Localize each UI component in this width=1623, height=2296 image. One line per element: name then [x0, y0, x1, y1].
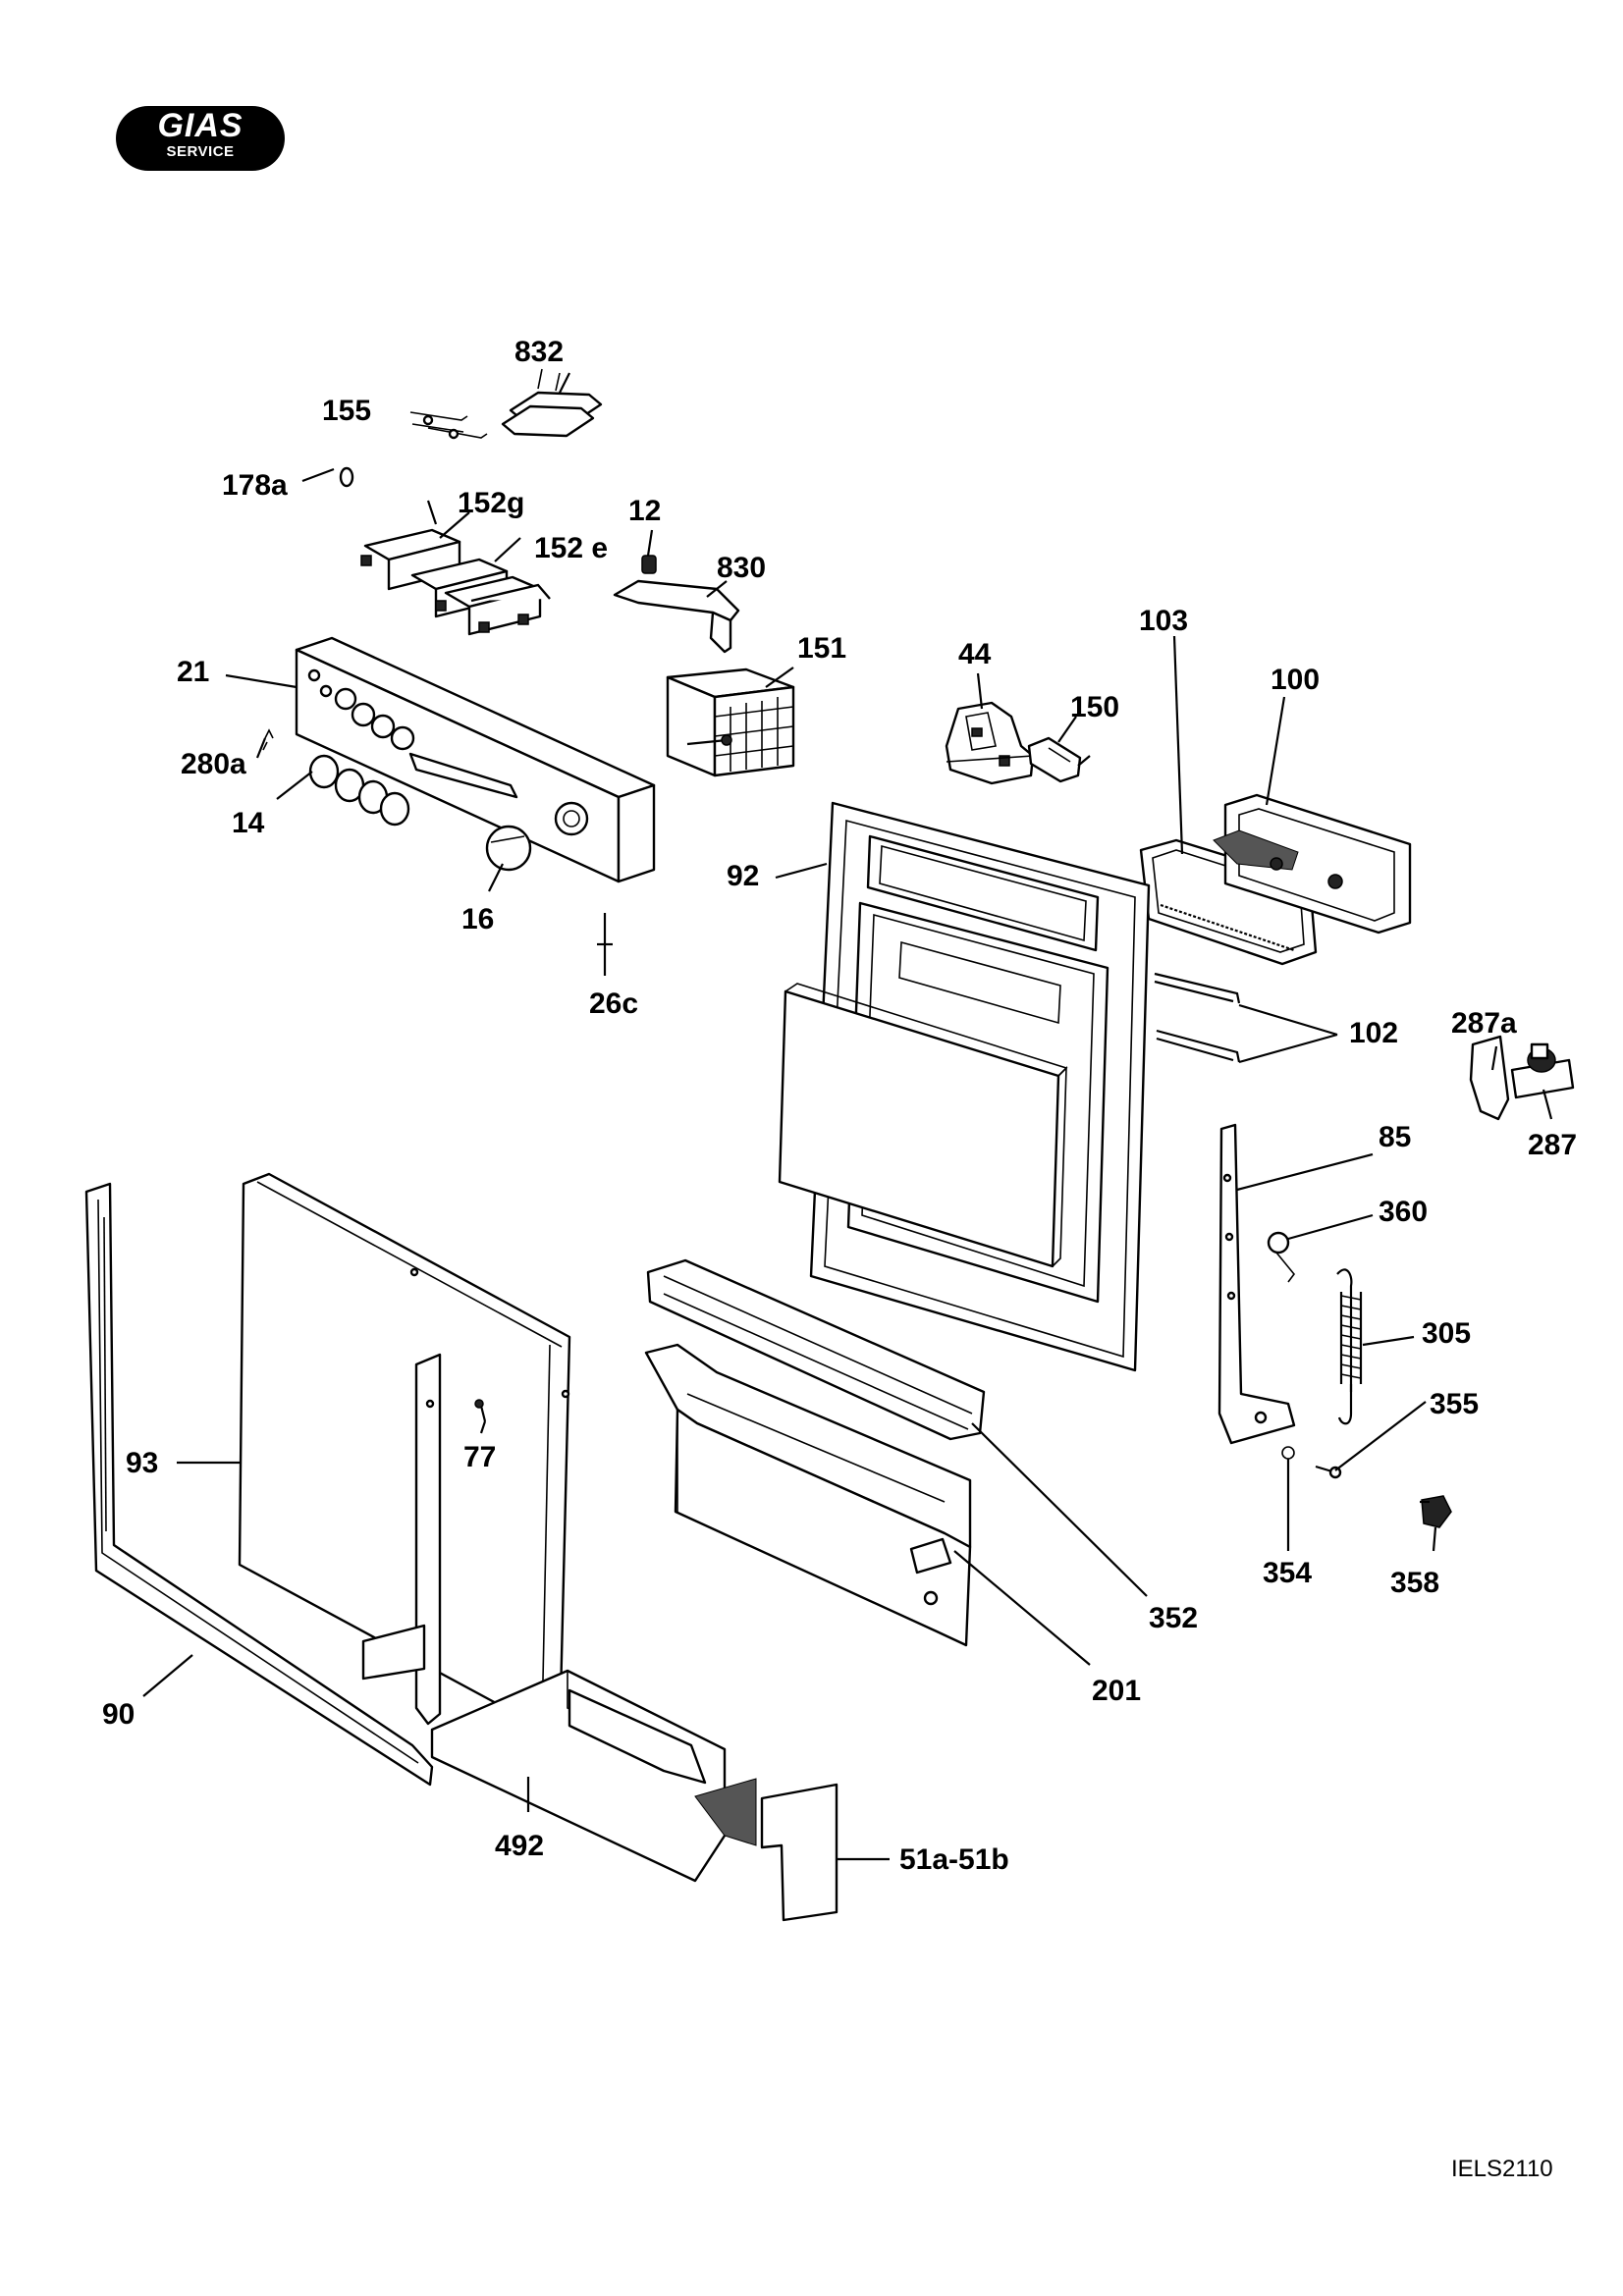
part-354-circlip [1281, 1446, 1295, 1460]
label-280a: 280a [181, 748, 246, 780]
label-90: 90 [102, 1698, 135, 1731]
label-21: 21 [177, 656, 209, 688]
door-inner-panel [778, 983, 1068, 1268]
label-152g: 152g [458, 487, 524, 519]
part-51a-51b-plate [760, 1783, 839, 1922]
label-12: 12 [628, 495, 661, 527]
logo-brand: GIAS [157, 107, 243, 144]
label-354: 354 [1263, 1557, 1312, 1589]
part-360-roller [1267, 1231, 1296, 1283]
label-355: 355 [1430, 1388, 1479, 1420]
label-150: 150 [1070, 691, 1119, 723]
gias-service-logo: GIAS SERVICE [116, 106, 285, 171]
part-201-channel [644, 1343, 972, 1647]
label-44: 44 [958, 638, 992, 670]
label-103: 103 [1139, 605, 1188, 637]
part-90-frame [84, 1182, 434, 1787]
label-92: 92 [727, 860, 759, 892]
logo-subtitle: SERVICE [166, 143, 235, 160]
part-85-hinge-arm [1217, 1123, 1296, 1445]
label-155: 155 [322, 395, 371, 427]
label-492: 492 [495, 1830, 544, 1862]
label-178a: 178a [222, 469, 288, 502]
label-102: 102 [1349, 1017, 1398, 1049]
label-830: 830 [717, 552, 766, 584]
label-305: 305 [1422, 1317, 1471, 1350]
label-352: 352 [1149, 1602, 1198, 1634]
label-287: 287 [1528, 1129, 1577, 1161]
part-352-rail [646, 1258, 986, 1441]
label-77: 77 [463, 1441, 496, 1473]
part-21-control-panel [295, 636, 656, 883]
part-14-buttons [308, 754, 410, 827]
part-12-nut [641, 555, 657, 574]
part-155-links [409, 411, 488, 440]
label-360: 360 [1379, 1196, 1428, 1228]
part-358-foot [1420, 1495, 1452, 1528]
part-492-bottom-strip [361, 1624, 757, 1883]
part-77-screw [474, 1399, 487, 1422]
part-355-screw [1315, 1465, 1342, 1479]
leader-lines [142, 372, 1553, 1861]
part-16-knob [485, 825, 532, 872]
label-152e: 152 e [534, 532, 608, 564]
part-44-door-lock [945, 701, 1035, 785]
label-93: 93 [126, 1447, 158, 1479]
label-201: 201 [1092, 1675, 1141, 1707]
part-830-bracket [613, 579, 740, 654]
part-178a-ring [301, 466, 354, 488]
label-151: 151 [797, 632, 846, 665]
label-358: 358 [1390, 1567, 1439, 1599]
label-26c: 26c [589, 988, 638, 1020]
part-93-door-panel [238, 1172, 571, 1739]
document-code: IELS2110 [1451, 2156, 1553, 2182]
part-150-microswitch [1027, 736, 1091, 783]
part-26c-screw [597, 913, 613, 954]
part-152-switch-block [360, 528, 551, 636]
part-305-spring [1336, 1268, 1363, 1425]
part-287-switch [1510, 1042, 1575, 1099]
part-287a-cover [1469, 1035, 1510, 1121]
part-280a-pin [262, 728, 274, 751]
part-labels: 832 155 178a 152g 12 152 e 830 151 44 10… [102, 336, 1577, 1876]
label-287a: 287a [1451, 1007, 1517, 1040]
label-100: 100 [1271, 664, 1320, 696]
label-14: 14 [232, 807, 265, 839]
label-51a-51b: 51a-51b [899, 1843, 1009, 1876]
part-151-module [666, 667, 795, 777]
part-102-rods [1154, 972, 1241, 1063]
part-832-clips [501, 368, 603, 438]
label-832: 832 [514, 336, 564, 368]
part-100-dispenser [1213, 793, 1412, 934]
label-16: 16 [461, 903, 494, 935]
label-85: 85 [1379, 1121, 1411, 1153]
